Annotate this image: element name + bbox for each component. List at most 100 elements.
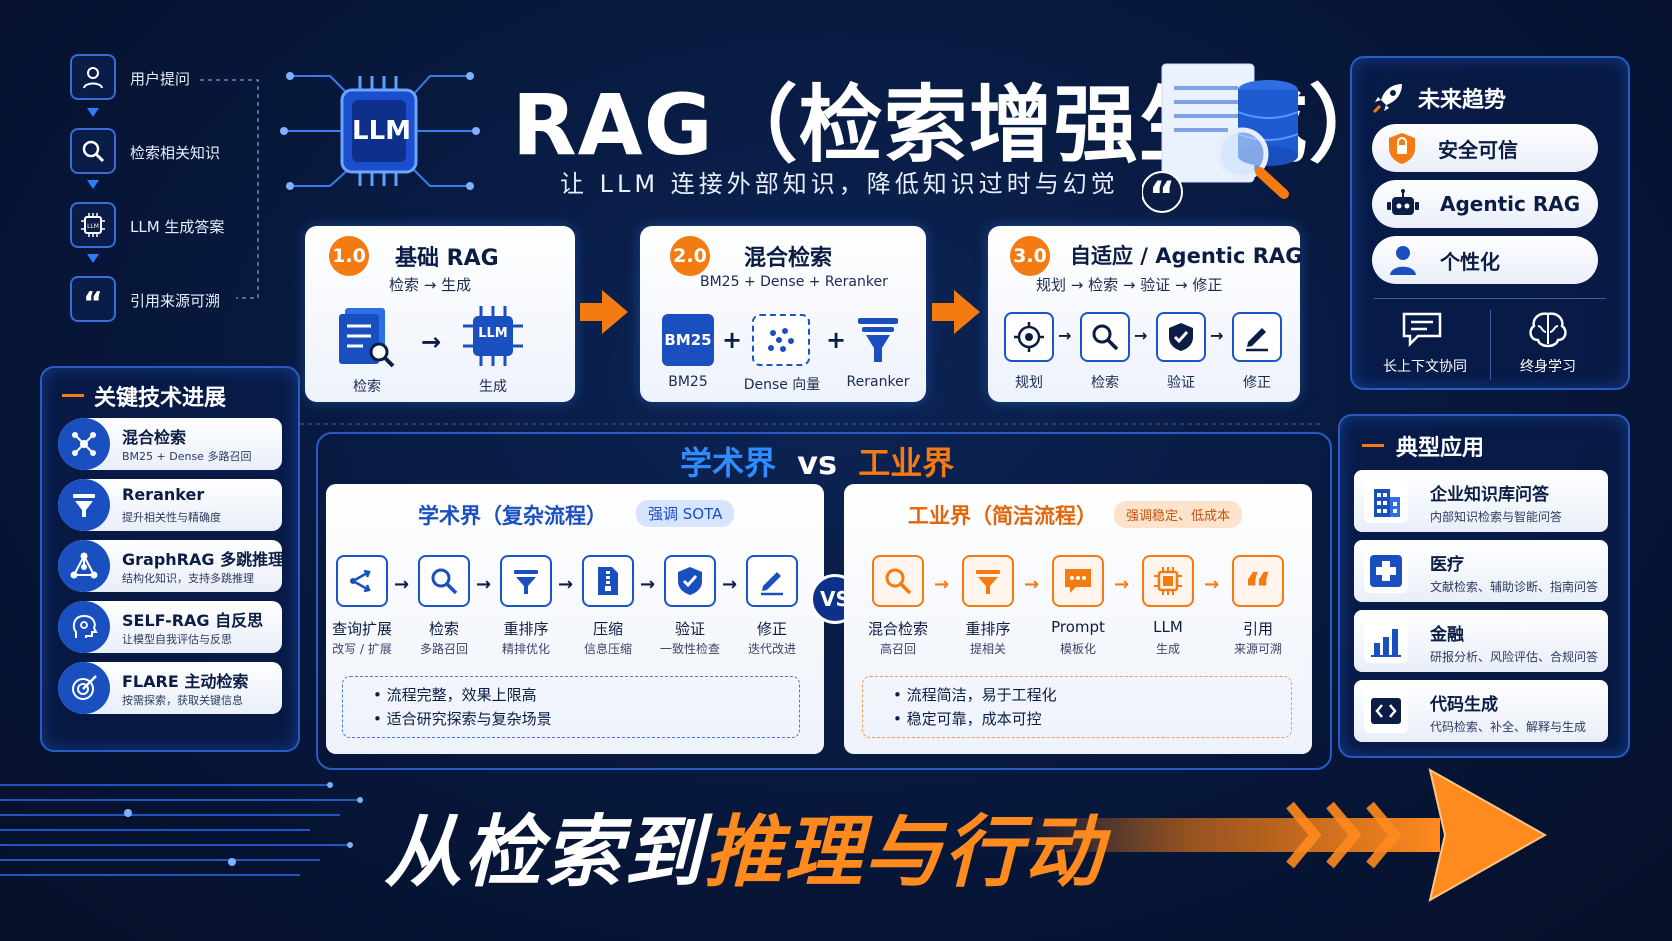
svg-text:LLM: LLM bbox=[87, 223, 99, 230]
flow-step-label: 混合检索 bbox=[867, 620, 928, 638]
industry-title: 工业界（简洁流程） bbox=[908, 504, 1097, 528]
brain-icon bbox=[1529, 312, 1567, 348]
down-arrow-icon bbox=[87, 108, 99, 117]
application-item: 金融 研报分析、风险评估、合规问答 bbox=[1354, 610, 1608, 672]
arrow-right-icon: → bbox=[640, 574, 656, 595]
tech-item-desc: 提升相关性与精确度 bbox=[122, 511, 221, 524]
divider bbox=[1374, 298, 1606, 299]
stage-sub: 规划 → 检索 → 验证 → 修正 bbox=[1036, 276, 1223, 294]
step-label: BM25 bbox=[668, 374, 708, 390]
flow-step-label: 压缩 bbox=[592, 620, 623, 638]
application-desc: 文献检索、辅助诊断、指南问答 bbox=[1430, 580, 1599, 594]
network-icon bbox=[58, 418, 110, 470]
academic-title: 学术界（复杂流程） bbox=[418, 504, 607, 528]
tech-progress-heading: 关键技术进展 bbox=[94, 386, 227, 411]
stage-sub: BM25 + Dense + Reranker bbox=[700, 274, 888, 290]
application-item: 医疗 文献检索、辅助诊断、指南问答 bbox=[1354, 540, 1608, 602]
arrow-right-icon: → bbox=[558, 574, 574, 595]
dots-icon bbox=[752, 314, 810, 366]
stage-title: 自适应 / Agentic RAG bbox=[1070, 244, 1303, 268]
stage-arrow bbox=[580, 303, 604, 321]
flow-step-label: 重排序 bbox=[965, 620, 1011, 638]
future-pill-label: 个性化 bbox=[1440, 249, 1500, 274]
down-arrow-icon bbox=[87, 180, 99, 189]
heading-accent bbox=[1362, 444, 1384, 447]
flow-step-label: 检索 bbox=[428, 620, 459, 638]
chat-bubble-icon bbox=[1052, 555, 1104, 607]
funnel-icon bbox=[500, 555, 552, 607]
tech-item-title: SELF-RAG 自反思 bbox=[122, 611, 264, 630]
tech-item-title: Reranker bbox=[122, 485, 205, 504]
future-heading: 未来趋势 bbox=[1418, 88, 1507, 113]
search-icon bbox=[1080, 312, 1130, 362]
arrow-right-icon: → bbox=[1114, 574, 1130, 595]
bullet-item: • 流程完整，效果上限高 bbox=[373, 686, 537, 704]
graph-icon bbox=[58, 540, 110, 592]
stage-badge: 1.0 bbox=[329, 236, 369, 276]
tech-item-desc: 按需探索，获取关键信息 bbox=[122, 694, 243, 707]
slogan-part2: 推理与行动 bbox=[704, 808, 1105, 898]
industry-card bbox=[844, 484, 1312, 754]
tech-item: 混合检索 BM25 + Dense 多路召回 bbox=[58, 418, 282, 470]
down-arrow-icon bbox=[87, 254, 99, 263]
tech-item: SELF-RAG 自反思 让模型自我评估与反思 bbox=[58, 601, 282, 653]
stage-badge: 3.0 bbox=[1010, 236, 1050, 276]
application-item: 代码生成 代码检索、补全、解释与生成 bbox=[1354, 680, 1608, 742]
bullet-item: • 适合研究探索与复杂场景 bbox=[373, 710, 552, 728]
building-icon bbox=[1364, 479, 1408, 523]
flow-step-label: 验证 bbox=[674, 620, 705, 638]
stage-arrow-icon bbox=[954, 290, 980, 334]
bullet-item: • 稳定可靠，成本可控 bbox=[893, 710, 1042, 728]
flow-step-desc: 模板化 bbox=[1059, 642, 1096, 656]
comparison-frame bbox=[316, 432, 1332, 770]
industry-bullets: • 流程简洁，易于工程化 • 稳定可靠，成本可控 bbox=[862, 676, 1292, 738]
flow-step-desc: 多路召回 bbox=[419, 642, 468, 656]
step-label: Reranker bbox=[846, 374, 910, 390]
flow-step-label: Prompt bbox=[1051, 618, 1105, 636]
application-item: 企业知识库问答 内部知识检索与智能问答 bbox=[1354, 470, 1608, 532]
tech-item-title: 混合检索 bbox=[122, 428, 187, 447]
arrow-right-icon: → bbox=[476, 574, 492, 595]
heading-academic: 学术界 bbox=[680, 444, 777, 482]
target-icon bbox=[1004, 312, 1054, 362]
flow-step-label: 引用 bbox=[1242, 620, 1273, 638]
shield-icon bbox=[1389, 133, 1415, 164]
arrow-right-icon: → bbox=[934, 574, 950, 595]
application-title: 代码生成 bbox=[1430, 695, 1498, 715]
target-arrow-icon bbox=[58, 662, 110, 714]
comparison-heading: 学术界 vs 工业界 bbox=[680, 438, 954, 484]
funnel-icon bbox=[58, 479, 110, 531]
future-extra-label: 长上下文协同 bbox=[1383, 359, 1467, 375]
plus-icon: + bbox=[722, 326, 743, 354]
quote-icon: “ bbox=[1232, 555, 1284, 612]
rocket-icon bbox=[1372, 84, 1402, 114]
edit-icon bbox=[1232, 312, 1282, 362]
pipeline-step-label: 用户提问 bbox=[130, 70, 191, 88]
applications-heading: 典型应用 bbox=[1396, 436, 1485, 461]
search-icon bbox=[418, 555, 470, 607]
tech-item: Reranker 提升相关性与精确度 bbox=[58, 479, 282, 531]
flow-step-desc: 精排优化 bbox=[501, 642, 550, 656]
expand-icon bbox=[336, 555, 388, 607]
chat-icon bbox=[1402, 312, 1442, 348]
pipeline-step-label: 检索相关知识 bbox=[130, 144, 221, 162]
future-extra-label: 终身学习 bbox=[1520, 359, 1576, 375]
stage-badge: 2.0 bbox=[670, 236, 710, 276]
flow-step-desc: 一致性检查 bbox=[659, 642, 720, 656]
zip-icon bbox=[582, 555, 634, 607]
bar-chart-icon bbox=[1364, 619, 1408, 663]
chip-label: LLM bbox=[478, 326, 508, 341]
application-title: 企业知识库问答 bbox=[1430, 485, 1549, 505]
step-label: 规划 bbox=[1015, 375, 1043, 391]
flow-step-label: 重排序 bbox=[503, 620, 549, 638]
stage-arrow bbox=[932, 303, 956, 321]
application-desc: 内部知识检索与智能问答 bbox=[1430, 510, 1563, 524]
tech-item-title: FLARE 主动检索 bbox=[122, 672, 249, 691]
stage-card-1: 1.0 基础 RAG 检索 → 生成 → LLM 检索 生成 bbox=[305, 226, 575, 402]
slogan-part1: 从检索到 bbox=[384, 808, 705, 898]
pipeline-step-label: 引用来源可溯 bbox=[130, 292, 221, 310]
application-desc: 研报分析、风险评估、合规问答 bbox=[1430, 650, 1599, 664]
tech-item-desc: 让模型自我评估与反思 bbox=[122, 633, 232, 646]
step-label: 修正 bbox=[1243, 375, 1271, 391]
divider bbox=[1490, 310, 1491, 380]
